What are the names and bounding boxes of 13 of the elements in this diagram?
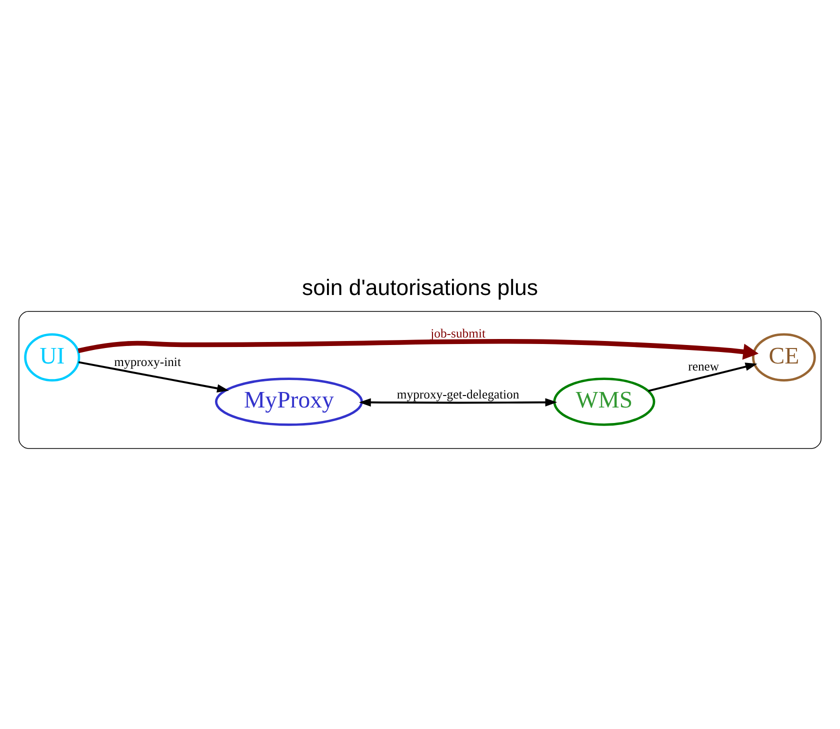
- edge-label: renew: [688, 360, 720, 374]
- arrow: [78, 338, 759, 360]
- node-ellipse: UI: [24, 333, 80, 382]
- arrow: [648, 362, 758, 392]
- cluster: [18, 311, 822, 449]
- node-ellipse: WMS: [553, 378, 656, 426]
- node-ellipse: CE: [752, 333, 816, 382]
- edge-label: job-submit: [430, 326, 486, 340]
- edge-label: myproxy-init: [114, 354, 181, 369]
- arrow: [78, 361, 229, 392]
- arrow: [358, 398, 558, 407]
- diagram-title: soin d'autorisations plus: [302, 275, 538, 300]
- edge-label: myproxy-get-delegation: [396, 387, 520, 402]
